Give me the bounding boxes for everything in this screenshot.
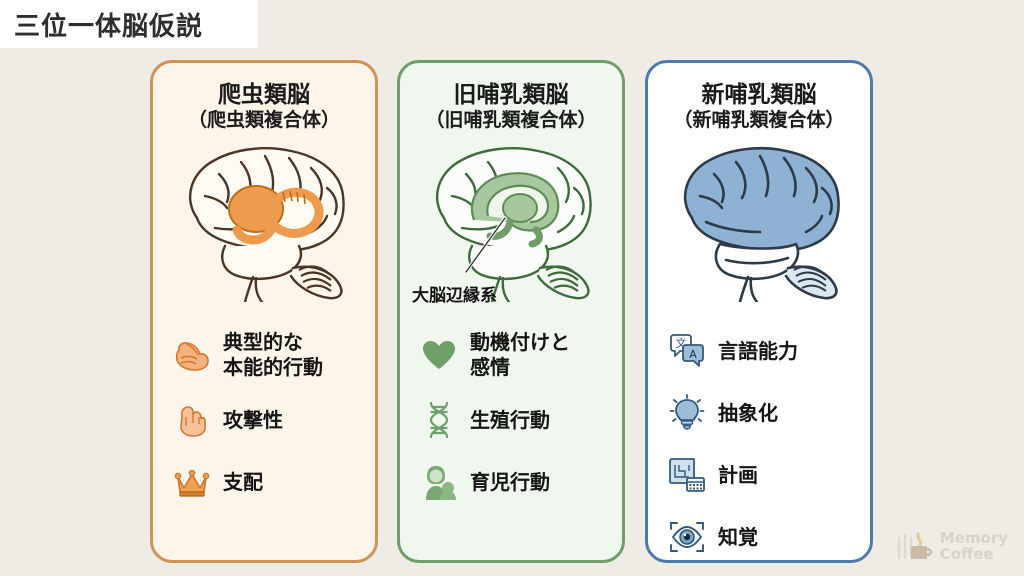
card-reptilian: 爬虫類脳 （爬虫類複合体） [150, 60, 378, 563]
annotation-label-limbic: 大脳辺縁系 [412, 286, 497, 307]
dna-icon [418, 399, 460, 441]
heart-icon [418, 334, 460, 376]
feature-list-reptilian: 典型的な 本能的行動 攻撃性 [153, 330, 375, 503]
feature-item: 文 A 言語能力 [666, 330, 870, 372]
brain-illustration-limbic: 大脳辺縁系 [400, 136, 622, 307]
feature-list-neomammalian: 文 A 言語能力 抽象化 [648, 330, 870, 558]
crown-icon [171, 461, 213, 503]
card-header: 爬虫類脳 （爬虫類複合体） [153, 63, 375, 132]
card-header: 旧哺乳類脳 （旧哺乳類複合体） [400, 63, 622, 132]
card-paleomammalian: 旧哺乳類脳 （旧哺乳類複合体） [397, 60, 625, 563]
card-title: 新哺乳類脳 [701, 82, 817, 108]
feature-label: 抽象化 [718, 401, 778, 426]
feature-label: 計画 [718, 463, 758, 488]
translate-icon: 文 A [666, 330, 708, 372]
feature-label: 攻撃性 [223, 407, 283, 432]
feature-item: 育児行動 [418, 461, 622, 503]
feature-label: 生殖行動 [470, 407, 550, 432]
feature-item: 動機付けと 感情 [418, 330, 622, 379]
eye-scan-icon [666, 516, 708, 558]
card-title: 旧哺乳類脳 [453, 82, 569, 108]
flexed-biceps-icon [171, 334, 213, 376]
card-subtitle: （旧哺乳類複合体） [425, 109, 597, 132]
feature-item: 典型的な 本能的行動 [171, 330, 375, 379]
feature-item: 生殖行動 [418, 399, 622, 441]
parent-child-icon [418, 461, 460, 503]
feature-label: 支配 [223, 469, 263, 494]
feature-label: 典型的な 本能的行動 [223, 330, 323, 379]
feature-list-paleomammalian: 動機付けと 感情 生殖行動 [400, 330, 622, 503]
feature-item: 支配 [171, 461, 375, 503]
feature-item: 知覚 [666, 516, 870, 558]
raised-fist-icon [171, 399, 213, 441]
svg-text:文: 文 [676, 336, 687, 350]
card-header: 新哺乳類脳 （新哺乳類複合体） [648, 63, 870, 132]
title-band: 三位一体脳仮説 [0, 0, 258, 48]
feature-label: 動機付けと 感情 [470, 330, 570, 379]
feature-label: 言語能力 [718, 339, 798, 364]
brain-illustration-neocortex [648, 136, 870, 304]
feature-label: 知覚 [718, 525, 758, 550]
brain-illustration-reptilian [153, 136, 375, 304]
feature-item: 計画 [666, 454, 870, 496]
blueprint-icon [666, 454, 708, 496]
feature-label: 育児行動 [470, 469, 550, 494]
lightbulb-icon [666, 392, 708, 434]
watermark-text: Memory Coffee [939, 529, 1008, 563]
coffee-cup-icon [896, 528, 936, 566]
card-title: 爬虫類脳 [218, 82, 310, 108]
watermark: Memory Coffee [896, 528, 1008, 566]
card-neomammalian: 新哺乳類脳 （新哺乳類複合体） [645, 60, 873, 563]
card-subtitle: （爬虫類複合体） [187, 109, 340, 132]
feature-item: 攻撃性 [171, 399, 375, 441]
svg-text:A: A [689, 348, 697, 361]
feature-item: 抽象化 [666, 392, 870, 434]
card-subtitle: （新哺乳類複合体） [673, 109, 845, 132]
page-title: 三位一体脳仮説 [14, 11, 204, 42]
